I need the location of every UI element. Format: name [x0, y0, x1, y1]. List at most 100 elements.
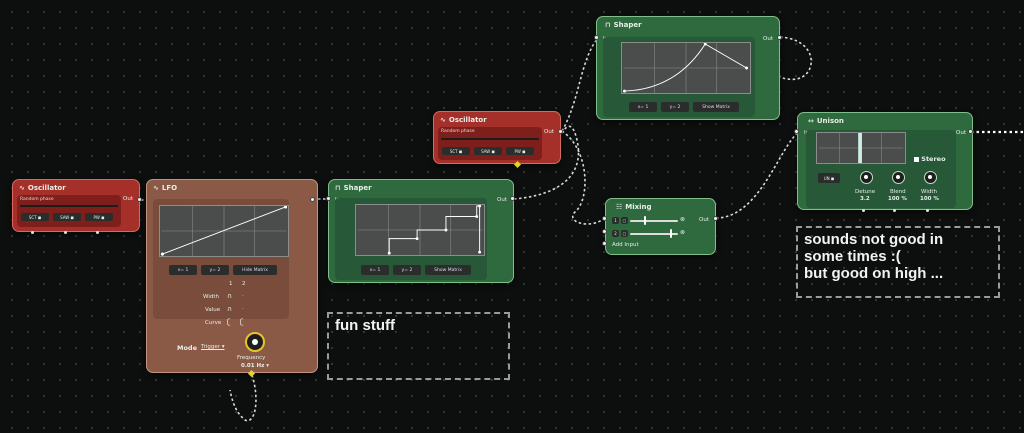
solo-toggle-1[interactable]: ▢ [621, 217, 628, 224]
mix-slider-1-handle[interactable] [644, 216, 646, 225]
wave-icon: ∿ [440, 116, 446, 124]
saw-button[interactable]: SAW ◼ [474, 147, 502, 155]
mixer-icon: ☷ [616, 203, 623, 211]
matrix-col-2: 2 [242, 281, 246, 287]
shaper1-in-port[interactable] [326, 196, 331, 201]
lfo-curve-graph[interactable] [159, 205, 289, 257]
wire-osc2-shaper2 [561, 37, 599, 132]
osc1-mod-pin[interactable] [96, 231, 99, 234]
value-value-dot: . [242, 305, 244, 311]
wire-lfo-mod [229, 374, 257, 422]
x-matrix-button[interactable]: x= 1 [629, 102, 657, 112]
stereo-checkbox[interactable] [914, 156, 919, 162]
out-port-label: Out [763, 36, 773, 42]
random-phase-label: Random phase [441, 129, 475, 134]
remove-input-icon[interactable]: ⊗ [680, 216, 686, 223]
lfo-header: ∿LFO [153, 184, 178, 192]
out-port-label: Out [497, 197, 507, 203]
shaper2-out-port[interactable] [777, 35, 782, 40]
hide-matrix-button[interactable]: Hide Matrix [233, 265, 277, 275]
value-curve-icon[interactable]: ∩ [227, 305, 233, 313]
show-matrix-button[interactable]: Show Matrix [693, 102, 739, 112]
sct-button[interactable]: SCT ◼ [442, 147, 470, 155]
lfo-out-port[interactable] [310, 197, 315, 202]
mixing-in-port-1[interactable] [602, 216, 607, 221]
oscillator-node-1[interactable]: ∿Oscillator Out Random phase SCT ◼ SAW ◼… [12, 179, 140, 232]
width-value-dot: . [242, 292, 244, 298]
y-matrix-button[interactable]: y= 2 [393, 265, 421, 275]
shaper1-out-port[interactable] [510, 196, 515, 201]
add-input-button[interactable]: Add Input [612, 242, 639, 248]
mix-slider-1[interactable] [630, 220, 678, 222]
solo-toggle-2[interactable]: ▢ [621, 230, 628, 237]
saw-button[interactable]: SAW ◼ [53, 213, 81, 221]
unison-out-port[interactable] [968, 129, 973, 134]
unison-node[interactable]: ↔Unison In Out UN ◼ Stereo Detune 3.2 Bl… [797, 112, 973, 210]
oscillator-node-2[interactable]: ∿Oscillator Out Random phase SCT ◼ SAW ◼… [433, 111, 561, 164]
shaper2-in-port[interactable] [594, 35, 599, 40]
y-matrix-button[interactable]: y= 2 [661, 102, 689, 112]
note-text: fun stuff [335, 317, 395, 334]
oscillator-body: Random phase SCT ◼ SAW ◼ PW ◼ [438, 127, 542, 160]
lfo-node[interactable]: ∿LFO x= 1 y= 2 Hide Matrix 1 2 Width ∩ .… [146, 179, 318, 373]
stereo-toggle[interactable]: Stereo [914, 155, 946, 163]
x-matrix-button[interactable]: x= 1 [169, 265, 197, 275]
frequency-value[interactable]: 0.01 Hz ▾ [241, 363, 269, 369]
mixing-in-port-2[interactable] [602, 229, 607, 234]
mute-toggle-2[interactable]: 2 [612, 230, 619, 237]
shaper-curve-graph[interactable] [355, 204, 485, 256]
out-port-label: Out [699, 217, 709, 223]
unison-in-port[interactable] [794, 129, 799, 134]
blend-knob[interactable] [892, 171, 905, 184]
frequency-label: Frequency [237, 355, 266, 361]
comment-note-sounds[interactable]: sounds not good in some times :( but goo… [796, 226, 1000, 298]
mix-slider-2-handle[interactable] [670, 229, 672, 238]
curve-shape-icon-2[interactable]: ʗ [240, 318, 244, 326]
osc1-out-port[interactable] [137, 197, 142, 202]
wave-icon: ∿ [153, 184, 159, 192]
shaper-node-1[interactable]: ⊓Shaper In Out x= 1 y= 2 Show Matrix [328, 179, 514, 283]
random-phase-slider[interactable] [441, 138, 539, 140]
note-line: sounds not good in [804, 231, 944, 248]
out-port-label: Out [956, 130, 966, 136]
shaper-header: ⊓Shaper [605, 21, 642, 29]
wire-osc2-mixing [561, 130, 606, 225]
pw-button[interactable]: PW ◼ [506, 147, 534, 155]
random-phase-slider[interactable] [20, 205, 118, 207]
detune-value: 3.2 [860, 196, 870, 202]
mode-label: Mode [177, 344, 197, 352]
remove-input-icon[interactable]: ⊗ [680, 229, 686, 236]
osc1-mod-pin[interactable] [64, 231, 67, 234]
matrix-row-value: Value [205, 307, 221, 313]
pw-button[interactable]: PW ◼ [85, 213, 113, 221]
random-phase-label: Random phase [20, 197, 54, 202]
detune-mod-pin[interactable] [862, 209, 865, 212]
out-port-label: Out [123, 196, 133, 202]
mixing-node[interactable]: ☷Mixing Out 1 ▢ ⊗ 2 ▢ ⊗ Add Input [605, 198, 716, 255]
shaper-icon: ⊓ [335, 184, 341, 192]
mode-select[interactable]: Trigger ▾ [201, 344, 225, 350]
frequency-knob[interactable] [245, 332, 265, 352]
osc1-mod-pin[interactable] [31, 231, 34, 234]
blend-mod-pin[interactable] [893, 209, 896, 212]
unison-voices-button[interactable]: UN ◼ [818, 173, 840, 183]
mute-toggle-1[interactable]: 1 [612, 217, 619, 224]
shaper-curve-graph[interactable] [621, 42, 751, 94]
show-matrix-button[interactable]: Show Matrix [425, 265, 471, 275]
mix-slider-2[interactable] [630, 233, 678, 235]
width-mod-pin[interactable] [926, 209, 929, 212]
mixing-out-port[interactable] [713, 216, 718, 221]
width-knob[interactable] [924, 171, 937, 184]
y-matrix-button[interactable]: y= 2 [201, 265, 229, 275]
curve-shape-icon[interactable]: ʗ [227, 318, 231, 326]
sct-button[interactable]: SCT ◼ [21, 213, 49, 221]
x-matrix-button[interactable]: x= 1 [361, 265, 389, 275]
width-curve-icon[interactable]: ∩ [227, 292, 233, 300]
shaper-node-2[interactable]: ⊓Shaper In Out x= 1 y= 2 Show Matrix [596, 16, 780, 120]
osc2-out-port[interactable] [558, 129, 563, 134]
matrix-row-curve: Curve [205, 320, 222, 326]
mixing-add-port[interactable] [602, 241, 607, 246]
comment-note-fun[interactable]: fun stuff [327, 312, 510, 380]
matrix-col-1: 1 [229, 281, 233, 287]
detune-knob[interactable] [860, 171, 873, 184]
